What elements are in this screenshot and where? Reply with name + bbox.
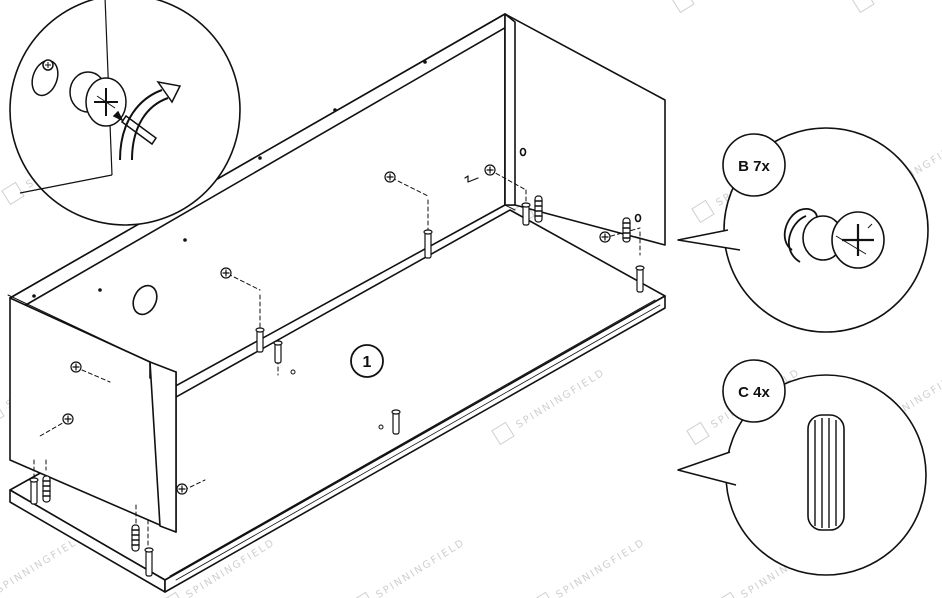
- left-side-panel: [7, 294, 177, 533]
- right-side-panel: [504, 13, 666, 246]
- cam-lock-nut-icon: [783, 208, 885, 269]
- cam-bolt: [144, 547, 154, 577]
- dowel-icon: [807, 414, 845, 531]
- cam-nut: [70, 361, 82, 373]
- dowel: [622, 217, 631, 243]
- dowels: [42, 195, 631, 552]
- cam-nuts: [62, 164, 611, 495]
- cam-nut: [176, 483, 188, 495]
- back-panel: [9, 13, 634, 401]
- cam-nut: [599, 231, 611, 243]
- callout-c: C 4x: [677, 359, 927, 576]
- step-number: 1: [363, 354, 372, 371]
- watermark: SPINNINGFIELD: [351, 537, 467, 598]
- callout-label-circle: [722, 133, 786, 197]
- cam-bolt: [255, 327, 265, 353]
- dowel: [131, 524, 140, 552]
- cabinet-assembly: [7, 13, 666, 593]
- dowel: [42, 475, 51, 503]
- watermark: SPINNINGFIELD: [531, 537, 647, 598]
- cam-nut: [62, 413, 74, 425]
- cam-nut: [220, 267, 232, 279]
- dowel: [534, 195, 543, 223]
- watermark: SPINNINGFIELD: [671, 0, 695, 14]
- cam-bolt: [391, 409, 401, 435]
- callout-label-circle: [722, 359, 786, 423]
- watermark-text: SPINNINGFIELD: [374, 537, 467, 598]
- guide-lines: [33, 169, 641, 546]
- cable-hole: [132, 284, 158, 316]
- cam-bolt: [423, 229, 433, 259]
- watermark-text: SPINNINGFIELD: [0, 532, 87, 596]
- cam-bolt: [635, 265, 645, 293]
- watermark-text: SPINNINGFIELD: [554, 537, 647, 598]
- screwdriver-icon: [112, 110, 158, 146]
- cam-bolt: [521, 202, 531, 226]
- cam-lock-large: [69, 71, 127, 127]
- callout-b: B 7x: [677, 127, 929, 333]
- watermark: SPINNINGFIELD: [851, 0, 875, 14]
- step-badge: 1: [350, 344, 384, 378]
- callout-c-label: C 4x: [738, 384, 770, 401]
- detail-cam-lock-zoom: [9, 0, 241, 226]
- cam-bolt: [29, 477, 39, 505]
- cam-bolt: [273, 340, 283, 364]
- callout-b-label: B 7x: [738, 158, 770, 175]
- rotate-arrow-icon: [119, 89, 163, 161]
- cam-bolts: [29, 202, 645, 577]
- cam-nut: [484, 164, 496, 176]
- cam-nut: [384, 171, 396, 183]
